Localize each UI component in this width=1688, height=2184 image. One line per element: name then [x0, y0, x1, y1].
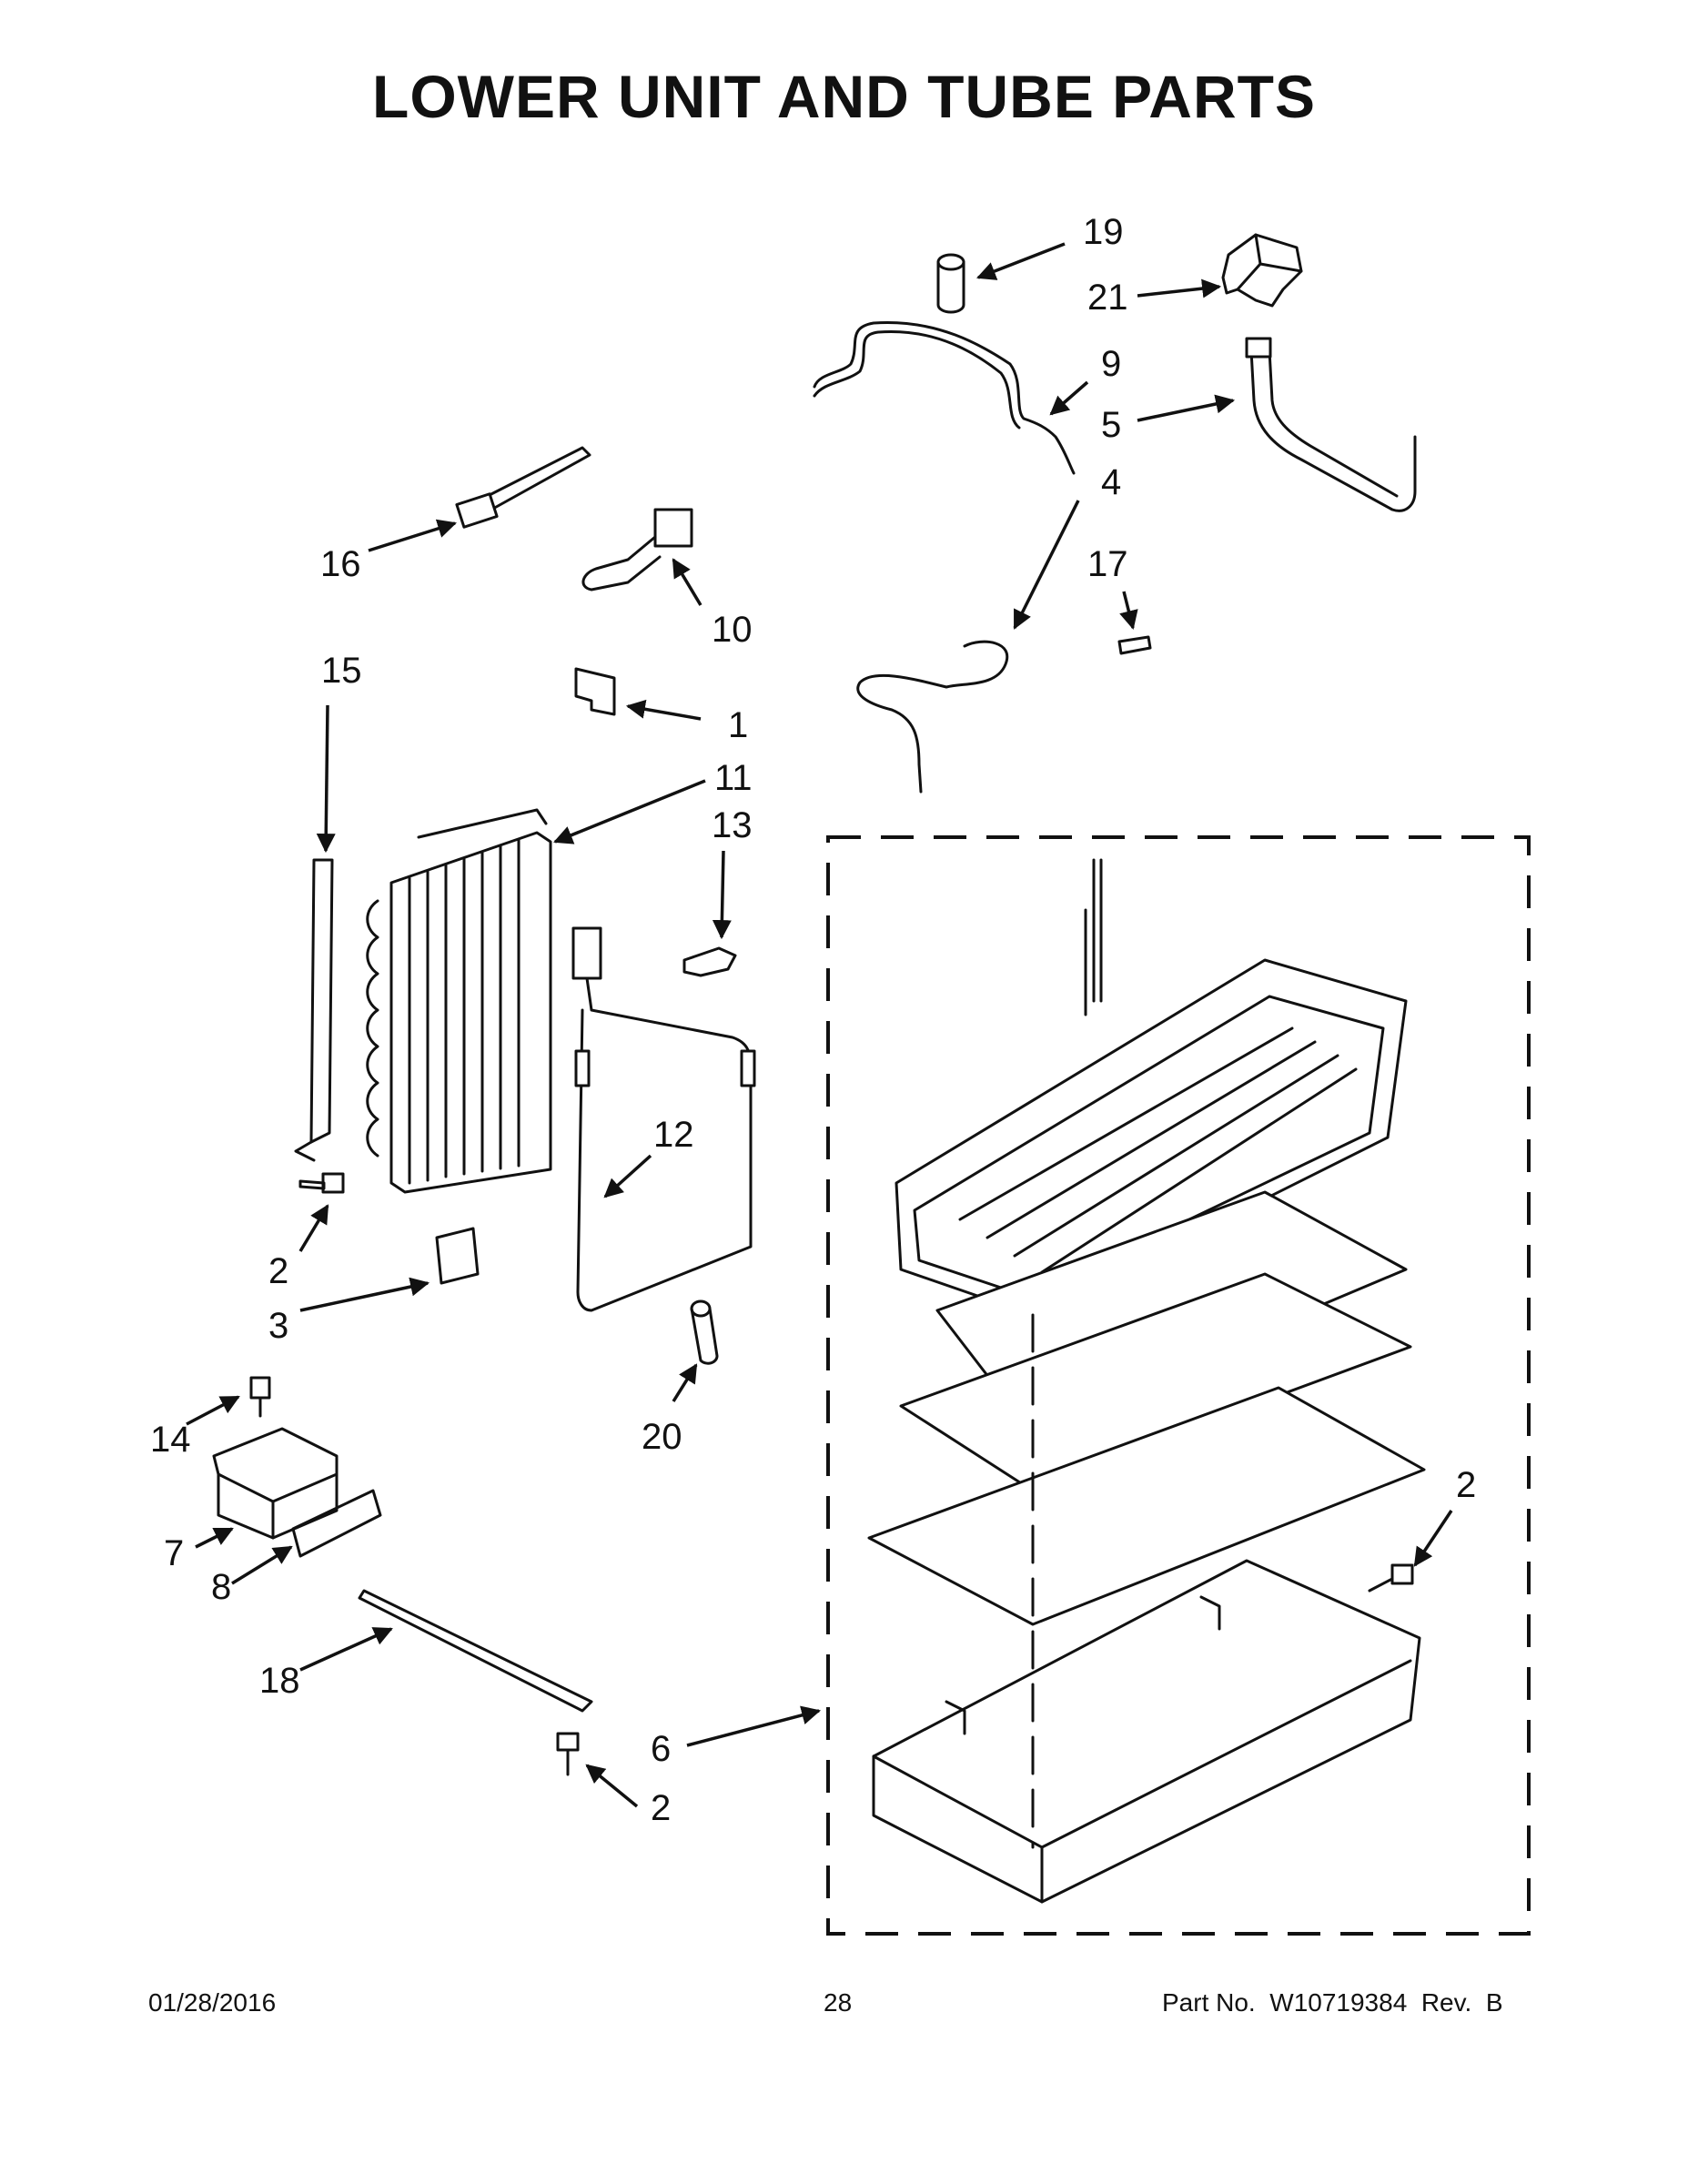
part-12-heater [571, 926, 756, 1312]
callout-14: 14 [150, 1420, 191, 1460]
part-1-clip [574, 667, 616, 716]
part-9-tube [813, 320, 1076, 475]
insulation-sheet-lower [867, 1386, 1426, 1626]
part-19-cylinder [936, 253, 965, 314]
callout-21: 21 [1087, 278, 1128, 318]
callout-17: 17 [1087, 544, 1128, 584]
part-11-evaporator [366, 808, 552, 1194]
callout-6: 6 [651, 1729, 671, 1769]
callout-19: 19 [1083, 212, 1124, 252]
part-20-tube [690, 1299, 719, 1365]
base-pan [872, 1559, 1421, 1904]
leader-lines [186, 242, 1453, 1808]
callout-10: 10 [712, 610, 753, 650]
part-2-screw-right [1368, 1563, 1414, 1592]
part-15-plate [294, 858, 334, 1162]
callout-3: 3 [268, 1306, 288, 1346]
part-3-bracket [435, 1227, 480, 1285]
callout-2-right: 2 [1456, 1465, 1476, 1505]
callout-2-left: 2 [268, 1251, 288, 1291]
tray-tube [1084, 858, 1103, 1016]
footer-part-number: Part No. W10719384 Rev. B [1162, 1988, 1503, 2017]
footer-page-number: 28 [824, 1988, 853, 2017]
callout-2-bottom: 2 [651, 1788, 671, 1828]
part-10-sensor [581, 508, 693, 592]
part-4-tube [856, 640, 1009, 794]
page-title: LOWER UNIT AND TUBE PARTS [372, 63, 1316, 130]
part-21-bracket [1221, 233, 1303, 308]
callout-8: 8 [211, 1567, 231, 1607]
callout-13: 13 [712, 805, 753, 845]
callout-12: 12 [653, 1115, 694, 1155]
insulation-sheet-middle [899, 1272, 1412, 1490]
part-16-tie-strap [455, 446, 591, 529]
drain-tray [895, 958, 1408, 1317]
part-14-screw [249, 1376, 271, 1418]
callout-11: 11 [714, 758, 753, 798]
part-17-clip [1117, 635, 1152, 655]
callout-5: 5 [1101, 405, 1121, 445]
part-7-box [212, 1427, 339, 1540]
footer-date: 01/28/2016 [148, 1988, 277, 2017]
callout-15: 15 [321, 651, 362, 691]
part-13-clip [682, 946, 737, 977]
part-5-tube [1245, 337, 1417, 512]
callout-4: 4 [1101, 462, 1121, 502]
callout-7: 7 [164, 1533, 184, 1573]
callout-16: 16 [320, 544, 361, 584]
callout-1: 1 [728, 705, 748, 745]
callout-18: 18 [259, 1661, 300, 1701]
callout-9: 9 [1101, 344, 1121, 384]
part-2-screw-bottom [556, 1732, 580, 1776]
part-8-plate [291, 1489, 382, 1558]
part-2-screw-left [298, 1172, 345, 1194]
callout-20: 20 [642, 1417, 682, 1457]
part-18-strip [358, 1589, 593, 1713]
